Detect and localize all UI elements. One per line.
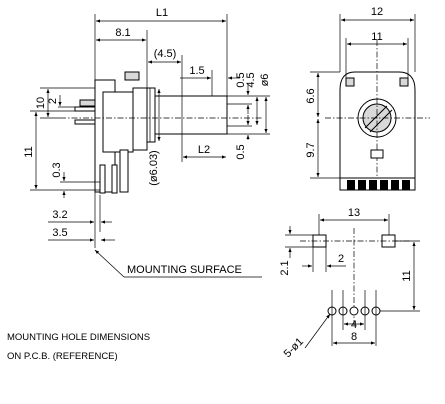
- dim-11-front-label: 11: [371, 31, 382, 43]
- dim-11-label: 11: [23, 146, 35, 157]
- dim-4-5-v-label: 4.5: [245, 72, 257, 87]
- dim-1-5-label: 1.5: [189, 65, 204, 77]
- dim-6-6-label: 6.6: [305, 88, 317, 103]
- pin-1: [347, 180, 355, 190]
- housing-hole-left: [345, 77, 355, 87]
- pin-2: [358, 180, 366, 190]
- dim-0-5-top-label: 0.5: [235, 72, 247, 87]
- dim-10-label: 10: [35, 97, 47, 109]
- detent: [370, 149, 384, 159]
- leg-c: [119, 149, 129, 193]
- dim-4-label: 4: [351, 319, 357, 331]
- bushing: [132, 87, 148, 151]
- note: MOUNTING HOLE DIMENSIONS ON P.C.B. (REFE…: [7, 332, 150, 362]
- pin-3: [369, 180, 377, 190]
- side-view: L1 8.1 (4.5) 1.5 0.5 4.5 ø6 L2 0.5: [23, 7, 271, 278]
- terminal-lower: [74, 119, 96, 125]
- leg-b: [111, 164, 118, 194]
- dim-8-1-label: 8.1: [115, 27, 130, 39]
- dim-8-label: 8: [351, 331, 357, 343]
- dim-4-5-label: (4.5): [154, 48, 177, 60]
- bracket: [102, 91, 134, 153]
- leg-a: [99, 164, 106, 194]
- pin-5: [391, 180, 399, 190]
- front-view: 12 11 6.6 9.7: [305, 6, 430, 191]
- note-line-2: ON P.C.B. (REFERENCE): [7, 351, 118, 362]
- dim-2-1-label: 2.1: [279, 260, 291, 275]
- dim-L2-label: L2: [198, 144, 210, 156]
- rotor-slot: [364, 105, 393, 133]
- dim-5-phi1-label: 5-ø1: [282, 336, 306, 360]
- dim-11-pcb-label: 11: [401, 270, 413, 281]
- collar: [146, 87, 156, 143]
- terminal-tab: [79, 99, 96, 107]
- housing-hole-right: [399, 77, 409, 87]
- dim-2-label: 2: [47, 98, 59, 104]
- pin-4: [380, 180, 388, 190]
- mounting-surface-label: MOUNTING SURFACE: [127, 264, 242, 276]
- bracket-top-tab: [124, 71, 140, 81]
- dim-13-label: 13: [348, 207, 360, 219]
- dim-3-2-label: 3.2: [52, 209, 67, 221]
- terminal-upper: [74, 106, 96, 112]
- dim-0-5-bot-label: 0.5: [235, 144, 247, 159]
- note-line-1: MOUNTING HOLE DIMENSIONS: [7, 332, 150, 343]
- dim-0-3-label: 0.3: [51, 162, 63, 177]
- dim-phi6-03-label: (ø6.03): [148, 150, 160, 185]
- dim-9-7-label: 9.7: [305, 142, 317, 157]
- dim-L1-label: L1: [156, 7, 168, 19]
- pin-hole-3: [349, 306, 359, 316]
- dim-12-label: 12: [371, 6, 383, 18]
- dim-phi6-label: ø6: [259, 74, 271, 87]
- pcb-layout: 13 2.1 2 11 4 8 5-ø: [279, 207, 420, 360]
- dim-3-5-label: 3.5: [52, 227, 67, 239]
- pin-6: [402, 180, 410, 190]
- dim-2-pcb-label: 2: [338, 253, 344, 265]
